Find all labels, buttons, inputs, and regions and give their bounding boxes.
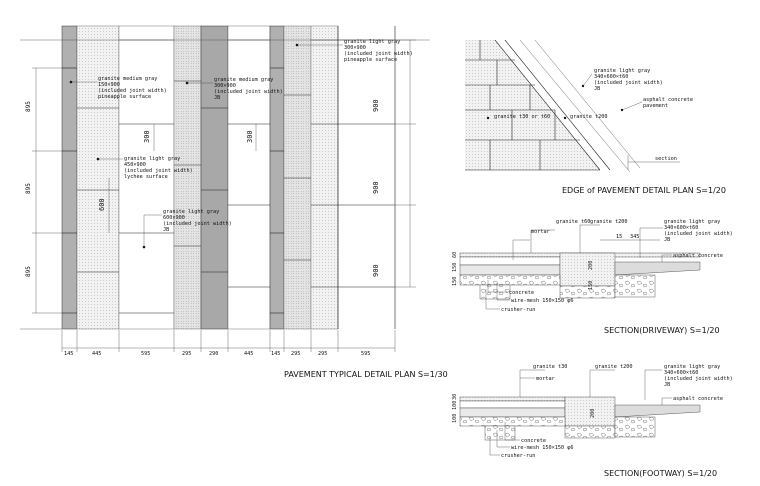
- dim-b-6: 445: [244, 351, 253, 357]
- dim-b-1: 145: [64, 351, 73, 357]
- plan-label-1: granite medium gray 150×900 (included jo…: [98, 76, 170, 100]
- dims-bottom: 145 445 595 295 290 445 145 295 295 595: [64, 351, 370, 357]
- section-driveway: granite t60 mortar granite t200 granite …: [452, 219, 736, 335]
- fw-dim-200: 200: [590, 409, 596, 418]
- dw-granite-top: granite t60: [556, 219, 590, 225]
- fw-granite-light: granite light gray 340×600×t60 (included…: [664, 364, 736, 388]
- fw-crusher: crusher-run: [501, 453, 535, 459]
- dw-granite-light: granite light gray 340×600×t60 (included…: [664, 219, 736, 243]
- dw-dim-60: 60: [452, 252, 458, 258]
- dw-dim-15: 15: [616, 234, 622, 240]
- plan-label-4: granite light gray 450×900 (included joi…: [124, 156, 196, 180]
- driveway-title: SECTION(DRIVEWAY) S=1/20: [604, 326, 720, 335]
- fw-granite-t200: granite t200: [595, 364, 632, 370]
- edge-title: EDGE of PAVEMENT DETAIL PLAN S=1/20: [562, 186, 726, 195]
- dim-right-3: 900: [372, 264, 380, 277]
- fw-granite-top: granite t30: [533, 364, 567, 370]
- fw-mortar: mortar: [536, 376, 555, 382]
- dim-inner-600: 600: [98, 198, 106, 211]
- strip-white-1: [118, 25, 175, 330]
- fw-concrete: concrete: [521, 438, 546, 444]
- edge-label-granite: granite light gray 340×600×t60 (included…: [594, 68, 666, 92]
- dw-wire: wire-mesh 150×150 φ6: [511, 298, 573, 304]
- edge-label-t200: granite t200: [570, 114, 607, 120]
- dim-b-10: 595: [361, 351, 370, 357]
- fw-dim-30: 30: [452, 394, 458, 400]
- dim-left-3: 895: [25, 266, 32, 277]
- plan-label-5: granite light gray 600×900 (included joi…: [163, 209, 235, 233]
- dim-b-7: 145: [271, 351, 280, 357]
- dw-dim-200: 200: [588, 261, 594, 270]
- dw-crusher: crusher-run: [501, 307, 535, 313]
- dw-mortar: mortar: [531, 229, 550, 235]
- dim-b-4: 295: [182, 351, 191, 357]
- plan-label-3: granite light gray 300×900 (included joi…: [344, 39, 416, 63]
- strip-light-2: [310, 25, 339, 330]
- dim-b-3: 595: [141, 351, 150, 357]
- fw-dim-100a: 100: [452, 414, 458, 423]
- edge-label-section: section: [655, 156, 677, 162]
- dim-inner-300-b: 300: [246, 130, 254, 143]
- dim-right-2: 900: [372, 181, 380, 194]
- strip-medium-1: [173, 25, 202, 330]
- dim-b-5: 290: [209, 351, 218, 357]
- dw-dim-150a: 150: [452, 277, 458, 286]
- fw-asphalt: asphalt concrete: [673, 396, 723, 402]
- fw-wire: wire-mesh 150×150 φ6: [511, 445, 573, 451]
- dim-b-8: 295: [291, 351, 300, 357]
- fw-dim-100b: 100: [452, 401, 458, 410]
- dim-left-1: 895: [25, 101, 32, 112]
- strip-light-1: [76, 25, 120, 330]
- plan-label-2: granite medium gray 300×900 (included jo…: [214, 77, 286, 101]
- section-footway: granite t30 mortar granite t200 granite …: [452, 364, 736, 478]
- strip-medium-2: [283, 25, 312, 330]
- dw-granite-t200: granite t200: [590, 219, 627, 225]
- strip-dark-2: [200, 25, 229, 330]
- plan-title: PAVEMENT TYPICAL DETAIL PLAN S=1/30: [284, 370, 448, 379]
- edge-label-asphalt: asphalt concrete pavement: [643, 97, 696, 109]
- edge-plan: granite light gray 340×600×t60 (included…: [465, 39, 726, 195]
- edge-label-t30: granite t30 or t60: [494, 114, 550, 120]
- dw-concrete: concrete: [509, 290, 534, 296]
- dw-dim-150b: 150: [452, 263, 458, 272]
- dw-asphalt: asphalt concrete: [673, 253, 723, 259]
- dw-dim-150c: 150: [588, 281, 594, 290]
- footway-title: SECTION(FOOTWAY) S=1/20: [604, 469, 717, 478]
- dim-b-9: 295: [318, 351, 327, 357]
- strip-white-2: [227, 25, 271, 330]
- strip-dark-3: [269, 25, 285, 330]
- pavement-plan: 895 895 895 900 900 900 300 300 600 145 …: [25, 25, 448, 379]
- dim-right-1: 900: [372, 99, 380, 112]
- dw-dim-345: 345: [630, 234, 639, 240]
- dim-inner-300-a: 300: [143, 130, 151, 143]
- strip-dark-1: [61, 25, 78, 330]
- dim-b-2: 445: [92, 351, 101, 357]
- dim-left-2: 895: [25, 183, 32, 194]
